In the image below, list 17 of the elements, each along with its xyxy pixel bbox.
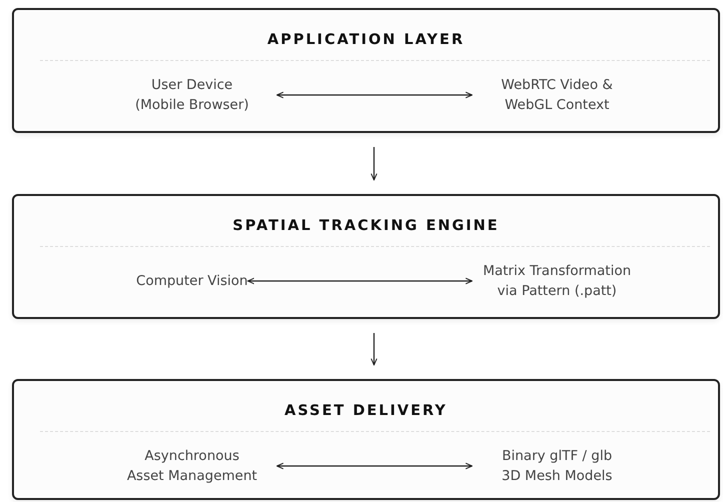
layer-heading: SPATIAL TRACKING ENGINE [232,218,500,234]
arrow [370,147,378,180]
arrow [276,92,472,98]
component-label: Computer Vision [136,271,248,291]
layer-heading: APPLICATION LAYER [266,32,466,48]
component-label: Binary glTF / glb 3D Mesh Models [472,446,642,486]
layer-heading: ASSET DELIVERY [284,403,448,419]
layer-panel [12,194,720,319]
arrow [276,462,472,470]
layer-panel [12,8,720,133]
component-label: Asynchronous Asset Management [107,446,277,486]
arrow [370,333,378,366]
component-label: User Device (Mobile Browser) [107,75,277,115]
layer-panel [12,379,720,500]
component-label: WebRTC Video & WebGL Context [472,75,642,115]
arrow [247,278,472,284]
component-label: Matrix Transformation via Pattern (.patt) [472,261,642,301]
